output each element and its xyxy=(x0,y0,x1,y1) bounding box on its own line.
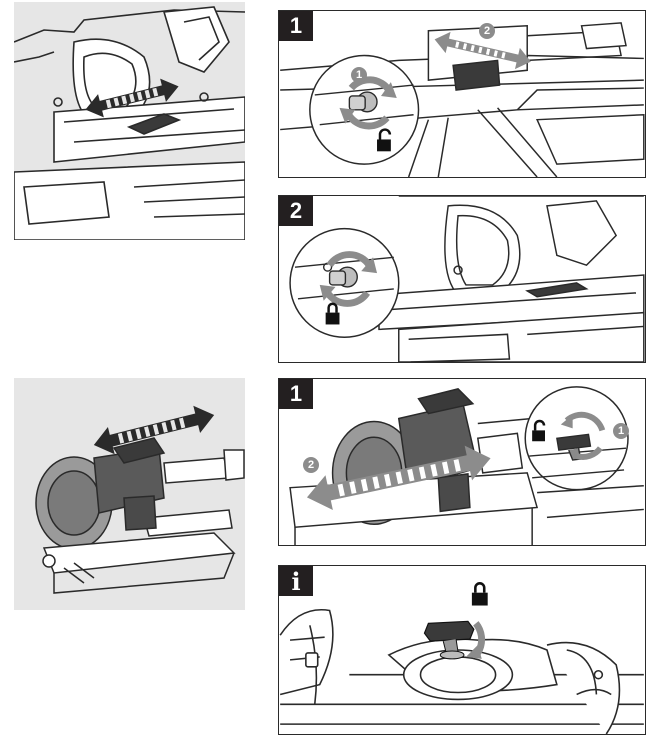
callout-number: 1 xyxy=(351,67,367,83)
double-arrow-icon xyxy=(306,445,491,510)
step-badge: 1 xyxy=(279,379,313,409)
callout-number: 2 xyxy=(303,457,319,473)
rotate-arrow-icon xyxy=(346,76,392,130)
double-arrow-icon xyxy=(85,78,179,118)
lock-icon xyxy=(471,582,488,606)
callout-number: 2 xyxy=(479,23,495,39)
rotate-arrow-icon xyxy=(324,251,372,307)
double-arrow-icon xyxy=(434,31,531,70)
info-badge: i xyxy=(279,566,313,596)
step-1-slide-panel: 1 xyxy=(278,378,646,546)
step-2-lock-panel: 2 xyxy=(278,195,646,363)
info-lock-knob-panel: i xyxy=(278,565,646,735)
step-2-drawing xyxy=(289,196,645,362)
unlock-icon xyxy=(532,419,546,442)
saw-overview-drawing xyxy=(35,405,245,594)
unlock-icon xyxy=(377,128,392,152)
step-1-unlock-panel: 1 xyxy=(278,10,646,178)
step-1-drawing xyxy=(280,22,645,177)
step-badge: 1 xyxy=(279,11,313,41)
lock-knob xyxy=(423,620,475,660)
callout-number: 1 xyxy=(613,423,629,439)
step-1-slide-drawing xyxy=(289,386,644,545)
rail-slide-drawing xyxy=(14,6,245,240)
illustration-saw-overview xyxy=(14,378,245,610)
lock-icon xyxy=(325,302,340,325)
double-arrow-icon xyxy=(93,405,215,455)
illustration-rail-slide xyxy=(14,2,245,240)
info-drawing xyxy=(279,582,644,734)
step-badge: 2 xyxy=(279,196,313,226)
